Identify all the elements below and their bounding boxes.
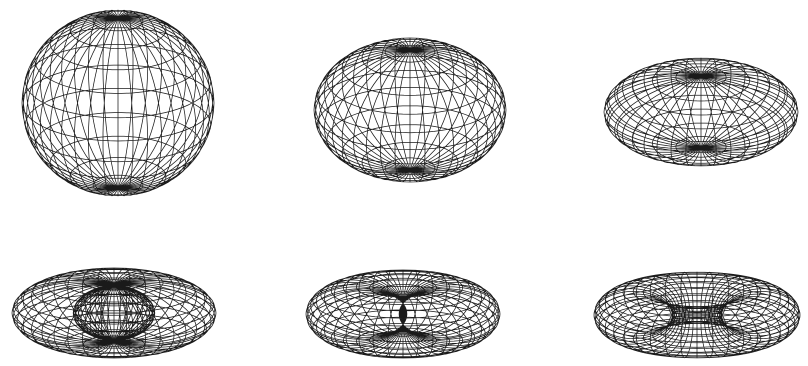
flattened-spheroid-mesh-lines xyxy=(604,58,798,166)
ring-torus-thick-mesh-lines xyxy=(306,270,500,358)
flattened-spheroid-wireframe xyxy=(602,56,800,168)
sphere-wireframe xyxy=(20,8,216,198)
ring-torus-thick-wireframe xyxy=(304,268,502,360)
closed-torus-wireframe xyxy=(10,266,218,360)
oblate-spheroid-mesh-lines xyxy=(314,38,506,182)
closed-torus-mesh-lines xyxy=(12,268,216,358)
oblate-spheroid-wireframe xyxy=(312,36,508,184)
sphere-mesh-lines xyxy=(22,10,214,196)
ring-torus-thin-wireframe xyxy=(592,270,802,360)
ring-torus-thin-mesh-lines xyxy=(594,272,800,358)
